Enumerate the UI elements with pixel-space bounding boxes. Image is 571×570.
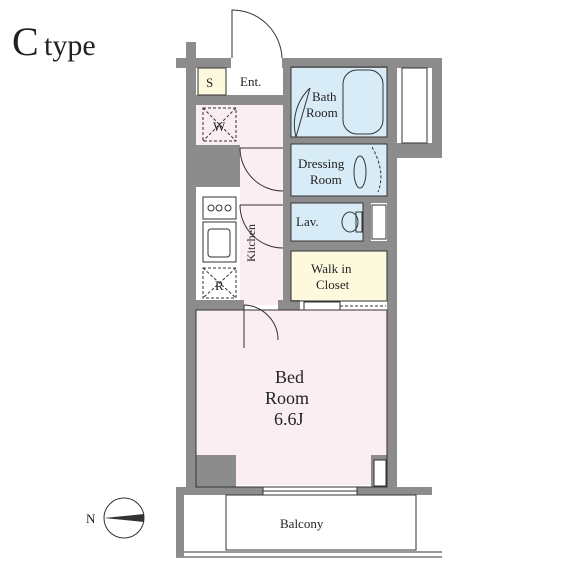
type-title-suffix: type bbox=[44, 29, 96, 62]
kitchen-label: Kitchen bbox=[244, 224, 258, 262]
dressing-label-1: Dressing bbox=[298, 156, 345, 171]
closet-label-1: Walk in bbox=[311, 261, 352, 276]
washer-icon bbox=[202, 107, 237, 142]
fridge-icon bbox=[202, 267, 237, 299]
type-title-letter: C bbox=[12, 19, 39, 64]
bath-label-1: Bath bbox=[312, 89, 337, 104]
doors bbox=[231, 9, 386, 496]
storage-label: S bbox=[206, 75, 213, 90]
washbasin-icon bbox=[353, 146, 382, 193]
storage-floor bbox=[198, 68, 226, 95]
compass-north-label: N bbox=[86, 511, 96, 526]
bath-floor bbox=[291, 67, 387, 137]
sink-icon bbox=[202, 221, 237, 263]
toilet-icon bbox=[341, 211, 363, 233]
dressing-floor bbox=[291, 144, 387, 196]
bedroom-label-2: Room bbox=[265, 388, 309, 408]
stove-icon bbox=[202, 196, 237, 220]
dressing-label-2: Room bbox=[310, 172, 342, 187]
closet-floor bbox=[291, 251, 387, 301]
bath-label-2: Room bbox=[306, 105, 338, 120]
closet-label-2: Closet bbox=[316, 277, 350, 292]
balcony bbox=[176, 494, 442, 558]
bedroom-size-label: 6.6J bbox=[274, 409, 304, 429]
bathtub-icon bbox=[342, 69, 384, 135]
entrance-label: Ent. bbox=[240, 74, 261, 89]
lavatory-floor bbox=[291, 203, 363, 241]
fridge-label: R bbox=[215, 278, 224, 293]
north-compass-icon bbox=[103, 497, 145, 539]
washer-label: W bbox=[213, 119, 226, 134]
room-outlines bbox=[195, 66, 428, 488]
lavatory-label: Lav. bbox=[296, 214, 319, 229]
walls bbox=[176, 42, 442, 495]
bedroom-label-1: Bed bbox=[275, 367, 304, 387]
balcony-label: Balcony bbox=[280, 516, 324, 531]
